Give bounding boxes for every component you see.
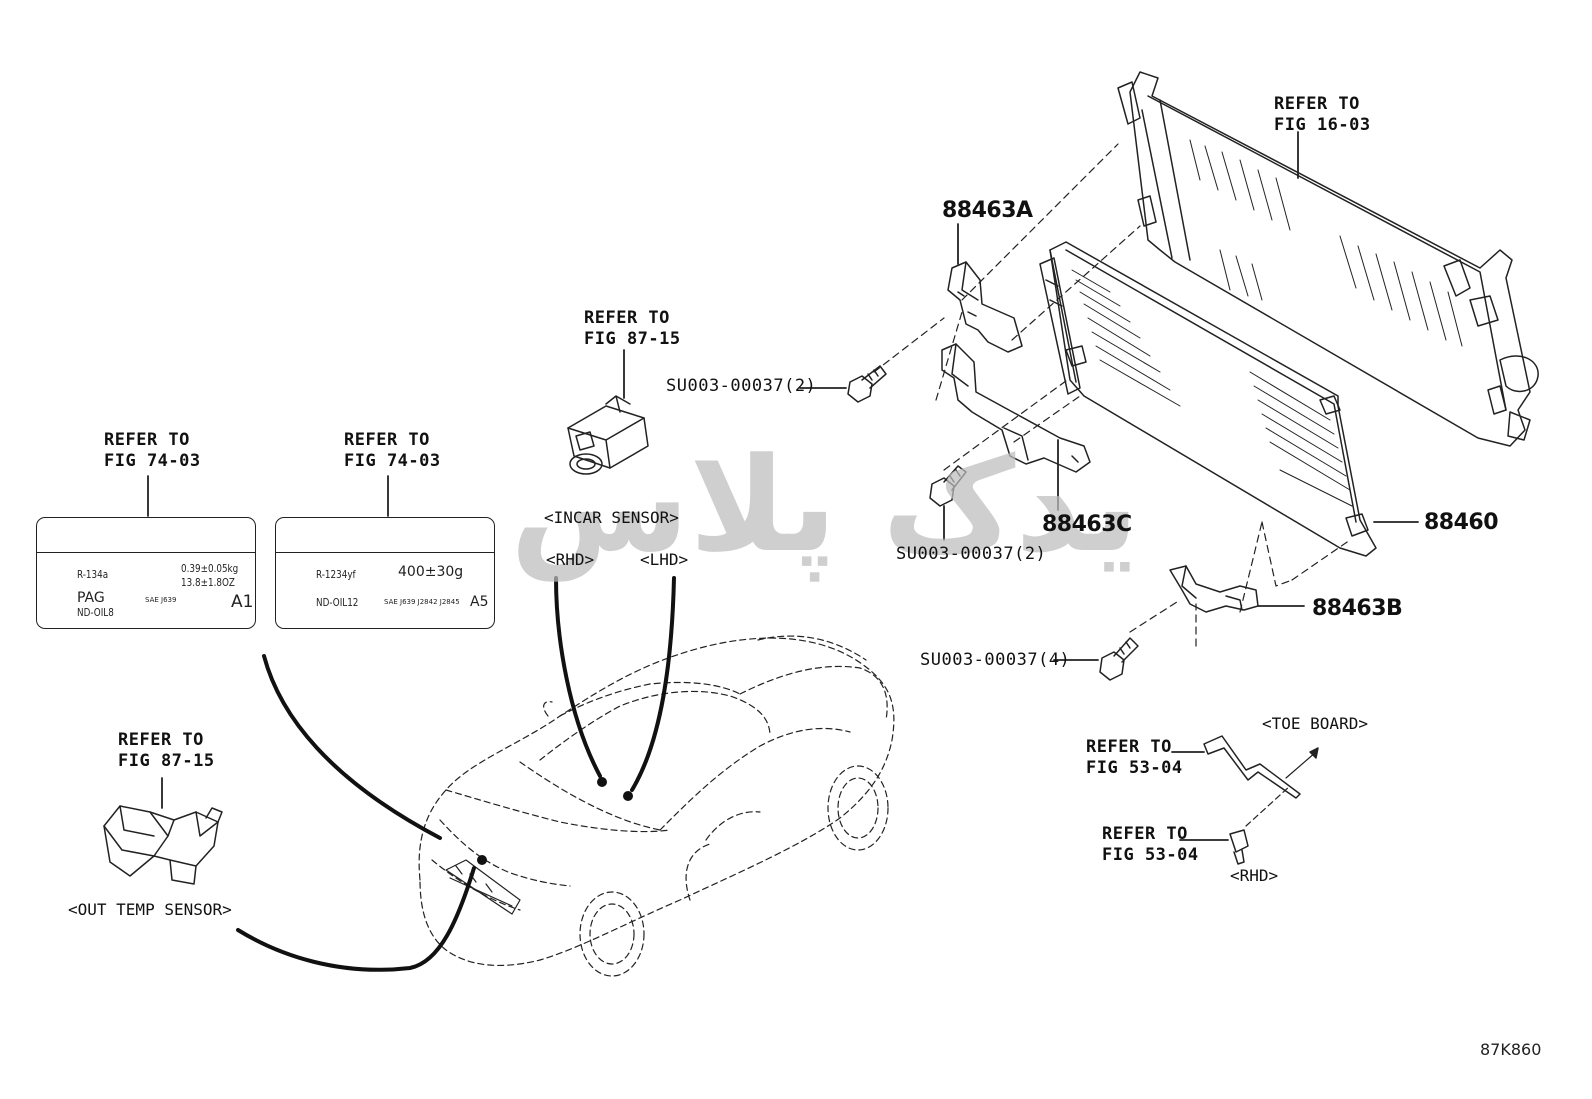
tag-clip-rhd: <RHD> xyxy=(1230,866,1279,885)
tag-toe-board: <TOE BOARD> xyxy=(1262,714,1368,733)
refrigerant-type: R-1234yf xyxy=(316,568,356,581)
toe-board-bracket-drawing xyxy=(1203,735,1301,799)
oil-name: ND-OIL8 xyxy=(77,606,114,619)
label-card-left: R-134a 0.39±0.05kg 13.8±1.8OZ PAG SAE J6… xyxy=(36,517,256,629)
refer-incar: REFER TO FIG 87-15 xyxy=(584,308,681,350)
part-bolt-low: SU003-00037(4) xyxy=(920,650,1071,670)
refer-outtemp: REFER TO FIG 87-15 xyxy=(118,730,215,772)
bolt-low-drawing xyxy=(1099,637,1139,681)
refer-line-1: REFER TO xyxy=(1102,824,1188,844)
radiator-drawing xyxy=(1117,71,1539,447)
refer-line-1: REFER TO xyxy=(104,430,190,450)
bolt-top-drawing xyxy=(847,365,887,403)
refrigerant-amount-oz: 13.8±1.8OZ xyxy=(181,576,235,589)
label-card-strip xyxy=(37,518,255,553)
out-temp-sensor-drawing xyxy=(103,805,223,885)
part-bolt-mid: SU003-00037(2) xyxy=(896,544,1047,564)
refrigerant-amount: 400±30g xyxy=(398,564,464,580)
refer-toeboard: REFER TO FIG 53-04 xyxy=(1086,737,1183,779)
figure-id: 87K860 xyxy=(1480,1040,1542,1059)
refer-radiator: REFER TO FIG 16-03 xyxy=(1274,94,1371,136)
oil-type: PAG xyxy=(77,590,105,606)
part-88463b: 88463B xyxy=(1312,596,1403,621)
refer-line-1: REFER TO xyxy=(1274,94,1360,114)
refer-line-1: REFER TO xyxy=(1086,737,1172,757)
car-drawing xyxy=(418,635,895,977)
label-code: A5 xyxy=(470,594,489,610)
part-88460: 88460 xyxy=(1424,510,1499,535)
oil-name: ND-OIL12 xyxy=(316,596,359,609)
part-88463c: 88463C xyxy=(1042,512,1132,537)
refer-line-2: FIG 87-15 xyxy=(584,329,681,349)
label-small-print: SAE J639 xyxy=(145,596,177,604)
bracket-88463a-drawing xyxy=(947,261,1023,353)
part-88463a: 88463A xyxy=(942,198,1033,223)
refer-line-1: REFER TO xyxy=(344,430,430,450)
clip-drawing xyxy=(1229,829,1249,865)
bracket-88463b-drawing xyxy=(1169,565,1259,613)
refer-line-2: FIG 16-03 xyxy=(1274,115,1371,135)
condenser-drawing xyxy=(1039,241,1377,557)
refer-clip: REFER TO FIG 53-04 xyxy=(1102,824,1199,866)
tag-rhd: <RHD> xyxy=(546,550,595,569)
refrigerant-type: R-134a xyxy=(77,568,109,581)
refer-label-mid: REFER TO FIG 74-03 xyxy=(344,430,441,472)
tag-incar-sensor: <INCAR SENSOR> xyxy=(544,508,679,527)
watermark-logo: یدک پلاس xyxy=(510,429,1140,581)
refer-label-left: REFER TO FIG 74-03 xyxy=(104,430,201,472)
refer-line-2: FIG 74-03 xyxy=(344,451,441,471)
bolt-mid-drawing xyxy=(929,465,967,507)
bracket-88463c-drawing xyxy=(941,343,1091,473)
tag-lhd: <LHD> xyxy=(640,550,689,569)
label-small-print: SAE J639 J2842 J2845 xyxy=(384,598,460,606)
incar-sensor-drawing xyxy=(567,395,649,475)
tag-out-temp-sensor: <OUT TEMP SENSOR> xyxy=(68,900,232,919)
watermark: یدک پلاس xyxy=(450,420,1150,620)
label-code: A1 xyxy=(231,592,254,612)
car-grille-drawing xyxy=(445,859,521,915)
refer-line-2: FIG 53-04 xyxy=(1102,845,1199,865)
label-card-strip xyxy=(276,518,494,553)
refer-line-1: REFER TO xyxy=(584,308,670,328)
part-bolt-top: SU003-00037(2) xyxy=(666,376,817,396)
refrigerant-amount-kg: 0.39±0.05kg xyxy=(181,562,239,575)
label-card-right: R-1234yf 400±30g ND-OIL12 SAE J639 J2842… xyxy=(275,517,495,629)
refer-line-1: REFER TO xyxy=(118,730,204,750)
sensor-dots xyxy=(477,777,633,865)
refer-line-2: FIG 53-04 xyxy=(1086,758,1183,778)
refer-line-2: FIG 87-15 xyxy=(118,751,215,771)
refer-line-2: FIG 74-03 xyxy=(104,451,201,471)
